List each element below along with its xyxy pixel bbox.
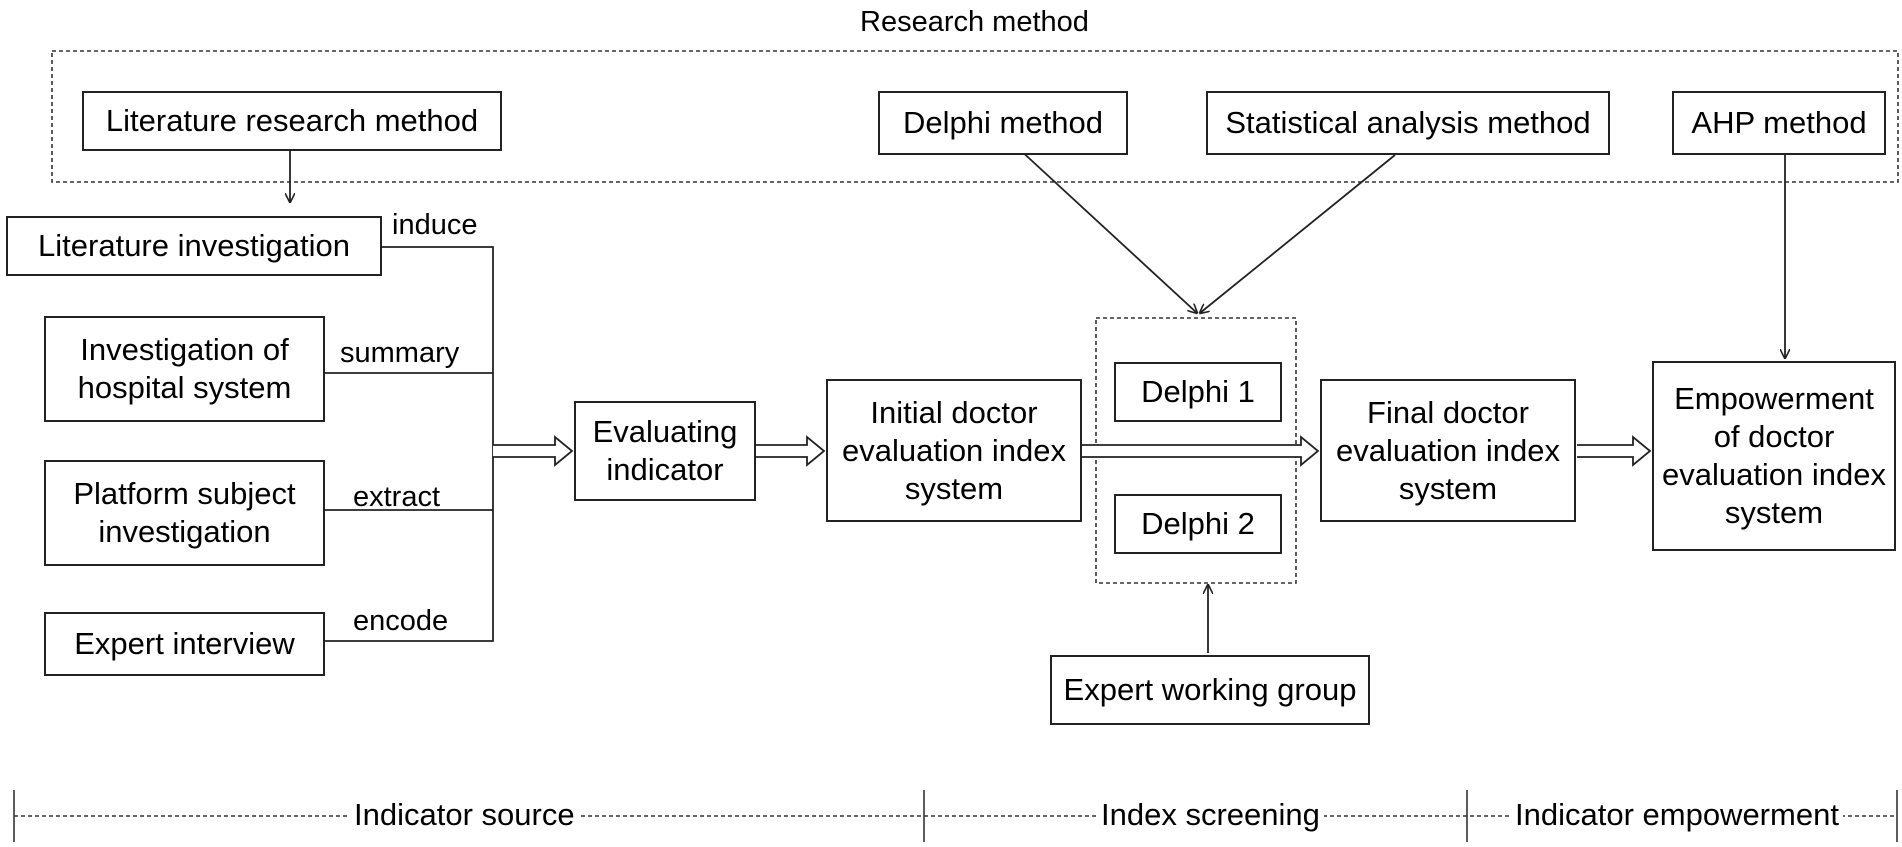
- double-arrow-to-evaluating: [493, 435, 574, 467]
- literature-investigation-box: Literature investigation: [6, 216, 382, 276]
- expert-working-group-box: Expert working group: [1050, 655, 1370, 725]
- edge-label-extract: extract: [353, 481, 441, 513]
- literature-research-method-box: Literature research method: [82, 91, 502, 151]
- hospital-system-investigation-box: Investigation of hospital system: [44, 316, 325, 422]
- final-system-box: Final doctor evaluation index system: [1320, 379, 1576, 522]
- edge-label-induce: induce: [392, 209, 478, 241]
- double-arrow-to-empowerment: [1577, 435, 1652, 467]
- double-arrow-to-final: [1081, 435, 1320, 467]
- double-arrow-to-initial: [755, 435, 826, 467]
- arrow-statistical-to-group: [1200, 154, 1396, 313]
- empowerment-system-box: Empowerment of doctor evaluation index s…: [1652, 361, 1896, 551]
- research-method-frame: [51, 50, 1899, 183]
- initial-system-box: Initial doctor evaluation index system: [826, 379, 1082, 522]
- delphi-1-box: Delphi 1: [1114, 362, 1282, 422]
- platform-subject-investigation-box: Platform subject investigation: [44, 460, 325, 566]
- expert-interview-box: Expert interview: [44, 612, 325, 676]
- research-method-title: Research method: [860, 6, 1089, 38]
- phase-index-screening: Index screening: [1097, 797, 1324, 833]
- edge-label-summary: summary: [340, 337, 460, 369]
- edge-label-encode: encode: [353, 605, 449, 637]
- ahp-method-box: AHP method: [1672, 91, 1886, 155]
- statistical-analysis-method-box: Statistical analysis method: [1206, 91, 1610, 155]
- phase-indicator-source: Indicator source: [350, 797, 579, 833]
- arrow-delphi-method-to-group: [1017, 147, 1197, 313]
- delphi-2-box: Delphi 2: [1114, 494, 1282, 554]
- phase-indicator-empowerment: Indicator empowerment: [1511, 797, 1843, 833]
- source-bracket: [323, 246, 494, 642]
- double-arrows: [493, 435, 1652, 467]
- delphi-method-box: Delphi method: [878, 91, 1128, 155]
- evaluating-indicator-box: Evaluating indicator: [574, 401, 756, 501]
